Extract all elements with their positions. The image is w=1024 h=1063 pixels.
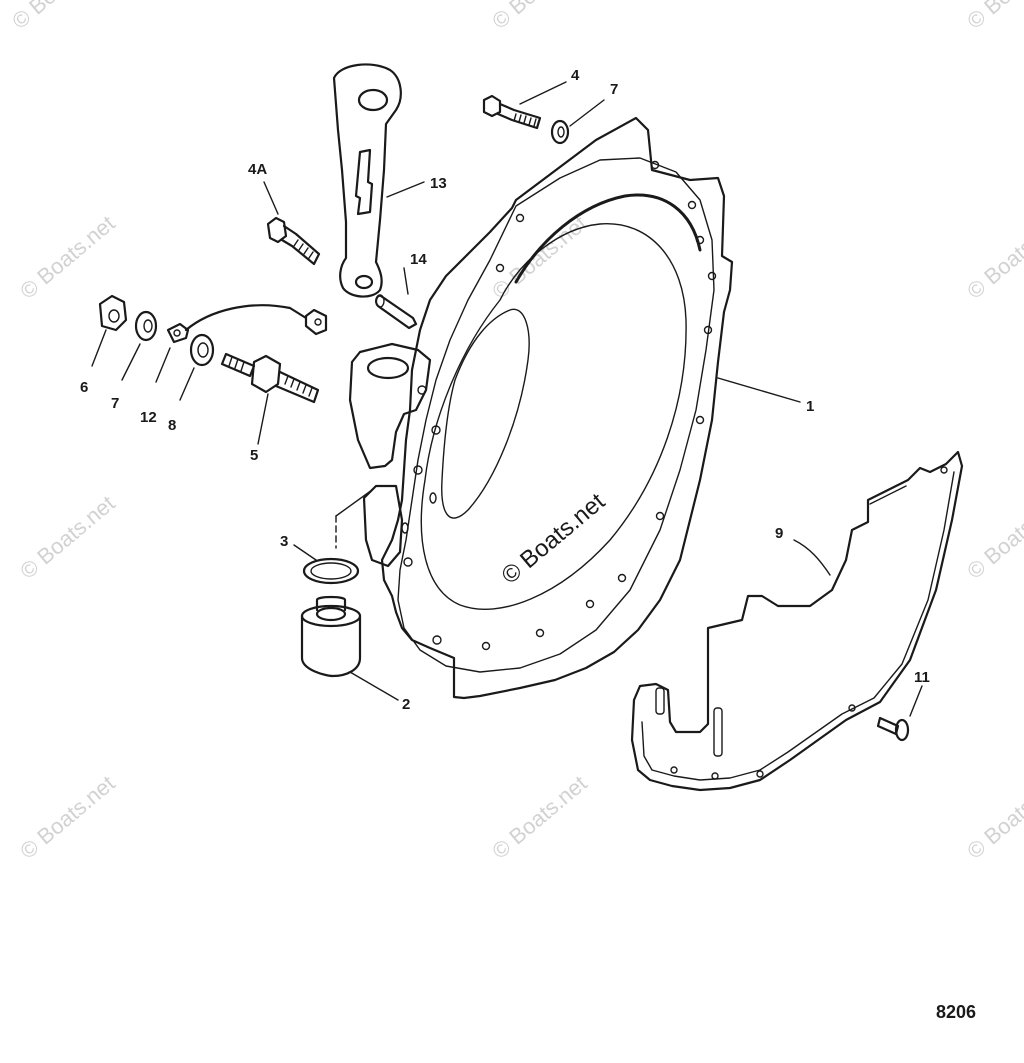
leader-7-top xyxy=(569,99,605,127)
part-14-pin xyxy=(375,267,418,330)
leader-7-left xyxy=(121,343,141,381)
leader-2 xyxy=(349,671,399,701)
callout-3: 3 xyxy=(280,533,288,550)
leader-3 xyxy=(293,544,317,561)
watermark-top-center: © Boats.net xyxy=(487,0,591,34)
leader-1 xyxy=(717,377,801,403)
callout-4a: 4A xyxy=(248,161,267,178)
callout-9: 9 xyxy=(775,525,783,542)
part-11-screw xyxy=(876,685,923,742)
callout-7-top: 7 xyxy=(610,81,618,98)
leader-4 xyxy=(519,81,567,105)
callout-14: 14 xyxy=(410,251,427,268)
leader-6 xyxy=(91,329,107,367)
callout-1: 1 xyxy=(806,398,814,415)
callout-11: 11 xyxy=(914,669,930,686)
leader-8 xyxy=(179,367,195,401)
leader-12 xyxy=(155,347,171,383)
watermark-row4-center: © Boats.net xyxy=(487,771,591,864)
callout-4: 4 xyxy=(571,67,580,84)
part-12-ground-strap xyxy=(155,304,328,383)
part-2-sleeve xyxy=(300,595,399,701)
part-3-o-ring xyxy=(293,544,360,585)
part-4-bolt-top xyxy=(482,81,567,130)
leader-9 xyxy=(793,539,831,576)
part-4a-bolt xyxy=(263,181,321,266)
watermark-layer: © Boats.net © Boats.net © Boats.net © Bo… xyxy=(7,0,1024,864)
part-5-stud xyxy=(220,352,320,445)
watermark-row3-left: © Boats.net xyxy=(15,491,119,584)
callout-12: 12 xyxy=(140,409,157,426)
watermark-row3-right: © Boats.net xyxy=(962,491,1024,584)
watermark-center: © Boats.net xyxy=(497,488,611,590)
watermark-row4-left: © Boats.net xyxy=(15,771,119,864)
callout-labels: 1 2 3 4 4A 5 6 7 7 8 9 11 12 13 14 xyxy=(80,67,930,713)
callout-7-left: 7 xyxy=(111,395,119,412)
callout-2: 2 xyxy=(402,696,410,713)
part-9-cover-plate xyxy=(630,450,964,792)
part-6-nut xyxy=(91,294,128,367)
leader-5 xyxy=(257,393,269,445)
part-8-washer xyxy=(179,333,215,401)
callout-5: 5 xyxy=(250,447,258,464)
callout-13: 13 xyxy=(430,175,447,192)
watermark-row4-right: © Boats.net xyxy=(962,771,1024,864)
callout-8: 8 xyxy=(168,417,176,434)
part-13-lifting-bracket xyxy=(332,63,425,298)
callout-6: 6 xyxy=(80,379,88,396)
leader-13 xyxy=(386,181,425,198)
watermark-top-right: © Boats.net xyxy=(962,0,1024,34)
watermark-top-left: © Boats.net xyxy=(7,0,111,34)
part-7-washer-top xyxy=(550,99,605,145)
leader-14 xyxy=(403,267,409,295)
watermark-row2-left: © Boats.net xyxy=(15,211,119,304)
watermark-upper-mid: © Boats.net xyxy=(487,211,591,304)
watermark-row2-right: © Boats.net xyxy=(962,211,1024,304)
part-7-washer-left xyxy=(121,310,158,381)
housing-bolt-holes xyxy=(401,160,717,651)
leader-4a xyxy=(263,181,279,215)
part-1-flywheel-housing xyxy=(335,116,801,700)
leader-11 xyxy=(909,685,923,717)
drawing-number: 8206 xyxy=(936,1002,976,1022)
